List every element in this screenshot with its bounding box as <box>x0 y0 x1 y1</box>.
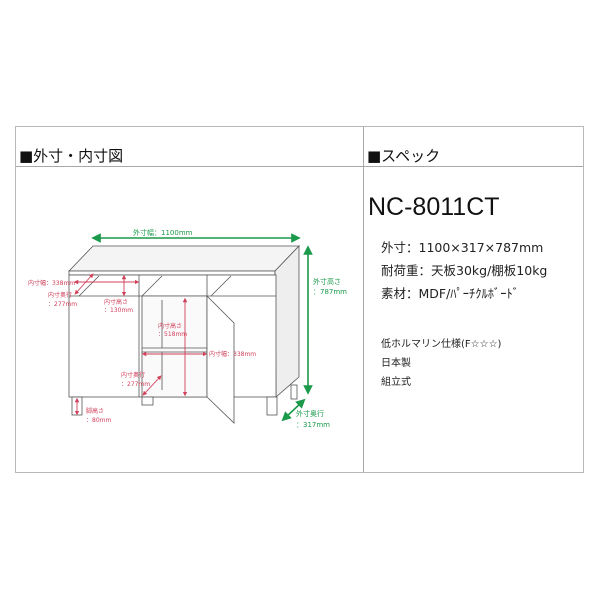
spec-heading: ■スペック <box>367 147 441 165</box>
outer-height-label: 外寸高さ <box>313 277 341 286</box>
leg-height-label: 脚高さ <box>86 407 104 415</box>
top-inner-width-label: 内寸幅：338mm <box>28 279 75 287</box>
mid-inner-depth-value: ：277mm <box>121 381 150 388</box>
mid-inner-height-value: ：518mm <box>158 331 187 338</box>
spec-dimensions: 外寸：1100×317×787mm <box>381 240 544 255</box>
outer-depth-label: 外寸奥行 <box>296 409 324 418</box>
note-formaldehyde: 低ホルマリン仕様(F☆☆☆) <box>381 339 502 350</box>
mid-inner-width-label: 内寸幅：338mm <box>209 350 256 358</box>
cabinet-drawing <box>68 245 300 424</box>
note-assembly: 組立式 <box>381 377 411 388</box>
dimensions-heading: ■外寸・内寸図 <box>19 147 124 165</box>
header-divider <box>16 166 583 167</box>
top-inner-depth-value: ：277mm <box>48 301 77 308</box>
top-inner-height-label: 内寸高さ <box>104 298 128 306</box>
spec-material: 素材：MDF/ﾊﾟｰﾁｸﾙﾎﾞｰﾄﾞ <box>381 286 520 301</box>
outer-depth-value: ：317mm <box>296 421 330 429</box>
outer-width-label: 外寸幅：1100mm <box>133 228 193 237</box>
spec-table: ■外寸・内寸図 ■スペック <box>15 126 584 473</box>
note-made-in: 日本製 <box>381 358 411 369</box>
inner-dimension-arrows <box>73 273 208 416</box>
mid-inner-depth-label: 内寸奥行 <box>121 371 145 379</box>
outer-dimension-arrows <box>91 233 313 422</box>
top-inner-depth-label: 内寸奥行 <box>48 291 72 299</box>
top-inner-height-value: ：130mm <box>104 307 133 314</box>
column-divider <box>363 127 364 472</box>
leg-height-value: ：80mm <box>86 417 111 424</box>
model-number: NC-8011CT <box>368 193 500 221</box>
spec-load: 耐荷重：天板30kg/棚板10kg <box>381 263 548 278</box>
outer-height-value: ：787mm <box>313 288 347 296</box>
mid-inner-height-label: 内寸高さ <box>158 322 182 330</box>
